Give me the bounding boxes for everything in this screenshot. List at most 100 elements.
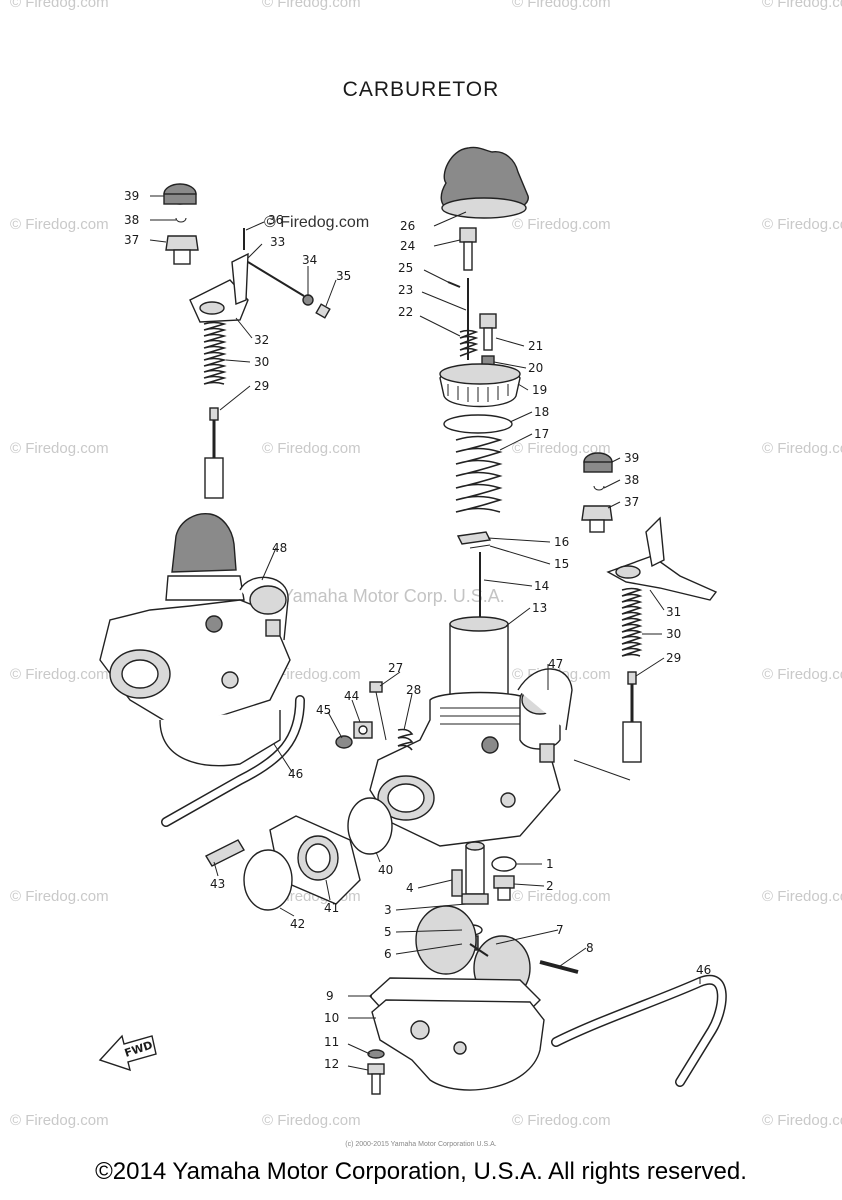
- callout-23: 23: [398, 283, 413, 297]
- adjuster-part: [479, 313, 497, 351]
- starter-spring-part: [203, 321, 227, 385]
- callout-21: 21: [528, 339, 543, 353]
- clip-left-part: [175, 217, 187, 223]
- o-ring-part: [491, 856, 517, 872]
- cap-left-part: [163, 183, 197, 205]
- float-bowl-part: [371, 999, 545, 1091]
- watermark: © Firedog.com: [10, 216, 109, 233]
- watermark: © Firedog.com: [512, 1112, 611, 1129]
- throttle-stop-screw-part: [353, 721, 373, 739]
- watermark: © Firedog.com: [262, 0, 361, 11]
- starter-plunger-right-part: [622, 671, 642, 763]
- gasket-part: [443, 414, 513, 434]
- center-watermark: Yamaha Motor Corp. U.S.A.: [282, 586, 505, 606]
- callout-26: 26: [400, 219, 415, 233]
- cap-right-part: [583, 452, 613, 473]
- bowl-screw-part: [367, 1063, 385, 1095]
- lever-end-part: [315, 303, 331, 319]
- lever-washer-part: [302, 294, 314, 306]
- watermark: © Firedog.com: [512, 0, 611, 11]
- screw-washer-part: [367, 1049, 385, 1059]
- callout-47: 47: [548, 657, 563, 671]
- callout-30: 30: [254, 355, 269, 369]
- callout-41: 41: [324, 901, 339, 915]
- carburetor-assembly-left-part: [99, 513, 291, 767]
- diagram-title: CARBURETOR: [342, 78, 500, 101]
- watermark: © Firedog.com: [512, 216, 611, 233]
- callout-8: 8: [586, 941, 594, 955]
- forward-arrow-icon: FWD: [98, 1034, 157, 1072]
- starter-nut-right-part: [581, 505, 613, 533]
- callout-29: 29: [254, 379, 269, 393]
- callout-9: 9: [326, 989, 334, 1003]
- callout-45: 45: [316, 703, 331, 717]
- callout-14: 14: [534, 579, 549, 593]
- callout-20: 20: [528, 361, 543, 375]
- callout-48: 48: [272, 541, 287, 555]
- leader-lines: [149, 195, 701, 1071]
- callout-16: 16: [554, 535, 569, 549]
- callout-39: 39: [124, 189, 139, 203]
- callout-37-right: 37: [624, 495, 639, 509]
- needle-retainer-part: [456, 531, 492, 545]
- pin-part: [447, 281, 461, 288]
- watermark: © Firedog.com: [262, 440, 361, 457]
- lever-rod-part: [247, 261, 305, 297]
- callout-34: 34: [302, 253, 317, 267]
- manifold-o-ring-part: [347, 797, 393, 855]
- rubber-cap-part: [440, 146, 529, 219]
- pilot-screw-spring-part: [397, 728, 414, 751]
- starter-nut-left-part: [165, 235, 199, 265]
- callout-13: 13: [532, 601, 547, 615]
- watermark: © Firedog.com: [264, 214, 370, 231]
- callout-27: 27: [388, 661, 403, 675]
- o-ring-small-part: [335, 735, 353, 749]
- callout-37: 37: [124, 233, 139, 247]
- watermark: © Firedog.com: [10, 666, 109, 683]
- callout-35: 35: [336, 269, 351, 283]
- callout-1: 1: [546, 857, 554, 871]
- callout-36: 36: [268, 213, 283, 227]
- copyright-notice: ©2014 Yamaha Motor Corporation, U.S.A. A…: [95, 1158, 747, 1185]
- callout-11: 11: [324, 1035, 339, 1049]
- clip-part: [469, 544, 491, 549]
- top-screw-part: [459, 227, 477, 271]
- callout-17: 17: [534, 427, 549, 441]
- watermark: © Firedog.com: [262, 666, 361, 683]
- float-pin-part: [539, 960, 579, 974]
- watermark: © Firedog.com: [762, 0, 842, 11]
- callout-29-right: 29: [666, 651, 681, 665]
- watermark: © Firedog.com: [762, 1112, 842, 1129]
- throttle-spring-part: [455, 435, 503, 513]
- clip-right-part: [593, 485, 605, 491]
- watermark: © Firedog.com: [762, 216, 842, 233]
- callout-18: 18: [534, 405, 549, 419]
- watermark: © Firedog.com: [762, 666, 842, 683]
- watermark: © Firedog.com: [10, 888, 109, 905]
- callout-32: 32: [254, 333, 269, 347]
- callout-30-right: 30: [666, 627, 681, 641]
- small-spring-part: [459, 329, 479, 357]
- callout-33: 33: [270, 235, 285, 249]
- callout-5: 5: [384, 925, 392, 939]
- pilot-jet-part: [451, 869, 463, 897]
- starter-spring-right-part: [621, 587, 643, 657]
- manifold-gasket-ring-part: [243, 849, 293, 911]
- callout-4: 4: [406, 881, 414, 895]
- callout-12: 12: [324, 1057, 339, 1071]
- pilot-screw-part: [369, 681, 387, 741]
- callout-31: 31: [666, 605, 681, 619]
- float-part: [415, 905, 531, 1001]
- watermark: © Firedog.com: [512, 440, 611, 457]
- watermark: © Firedog.com: [512, 888, 611, 905]
- air-intake-part: [517, 668, 573, 731]
- callout-38-right: 38: [624, 473, 639, 487]
- callout-22: 22: [398, 305, 413, 319]
- starter-lever-part: [189, 252, 249, 323]
- callout-43: 43: [210, 877, 225, 891]
- callout-10: 10: [324, 1011, 339, 1025]
- callout-3: 3: [384, 903, 392, 917]
- watermark: © Firedog.com: [10, 0, 109, 11]
